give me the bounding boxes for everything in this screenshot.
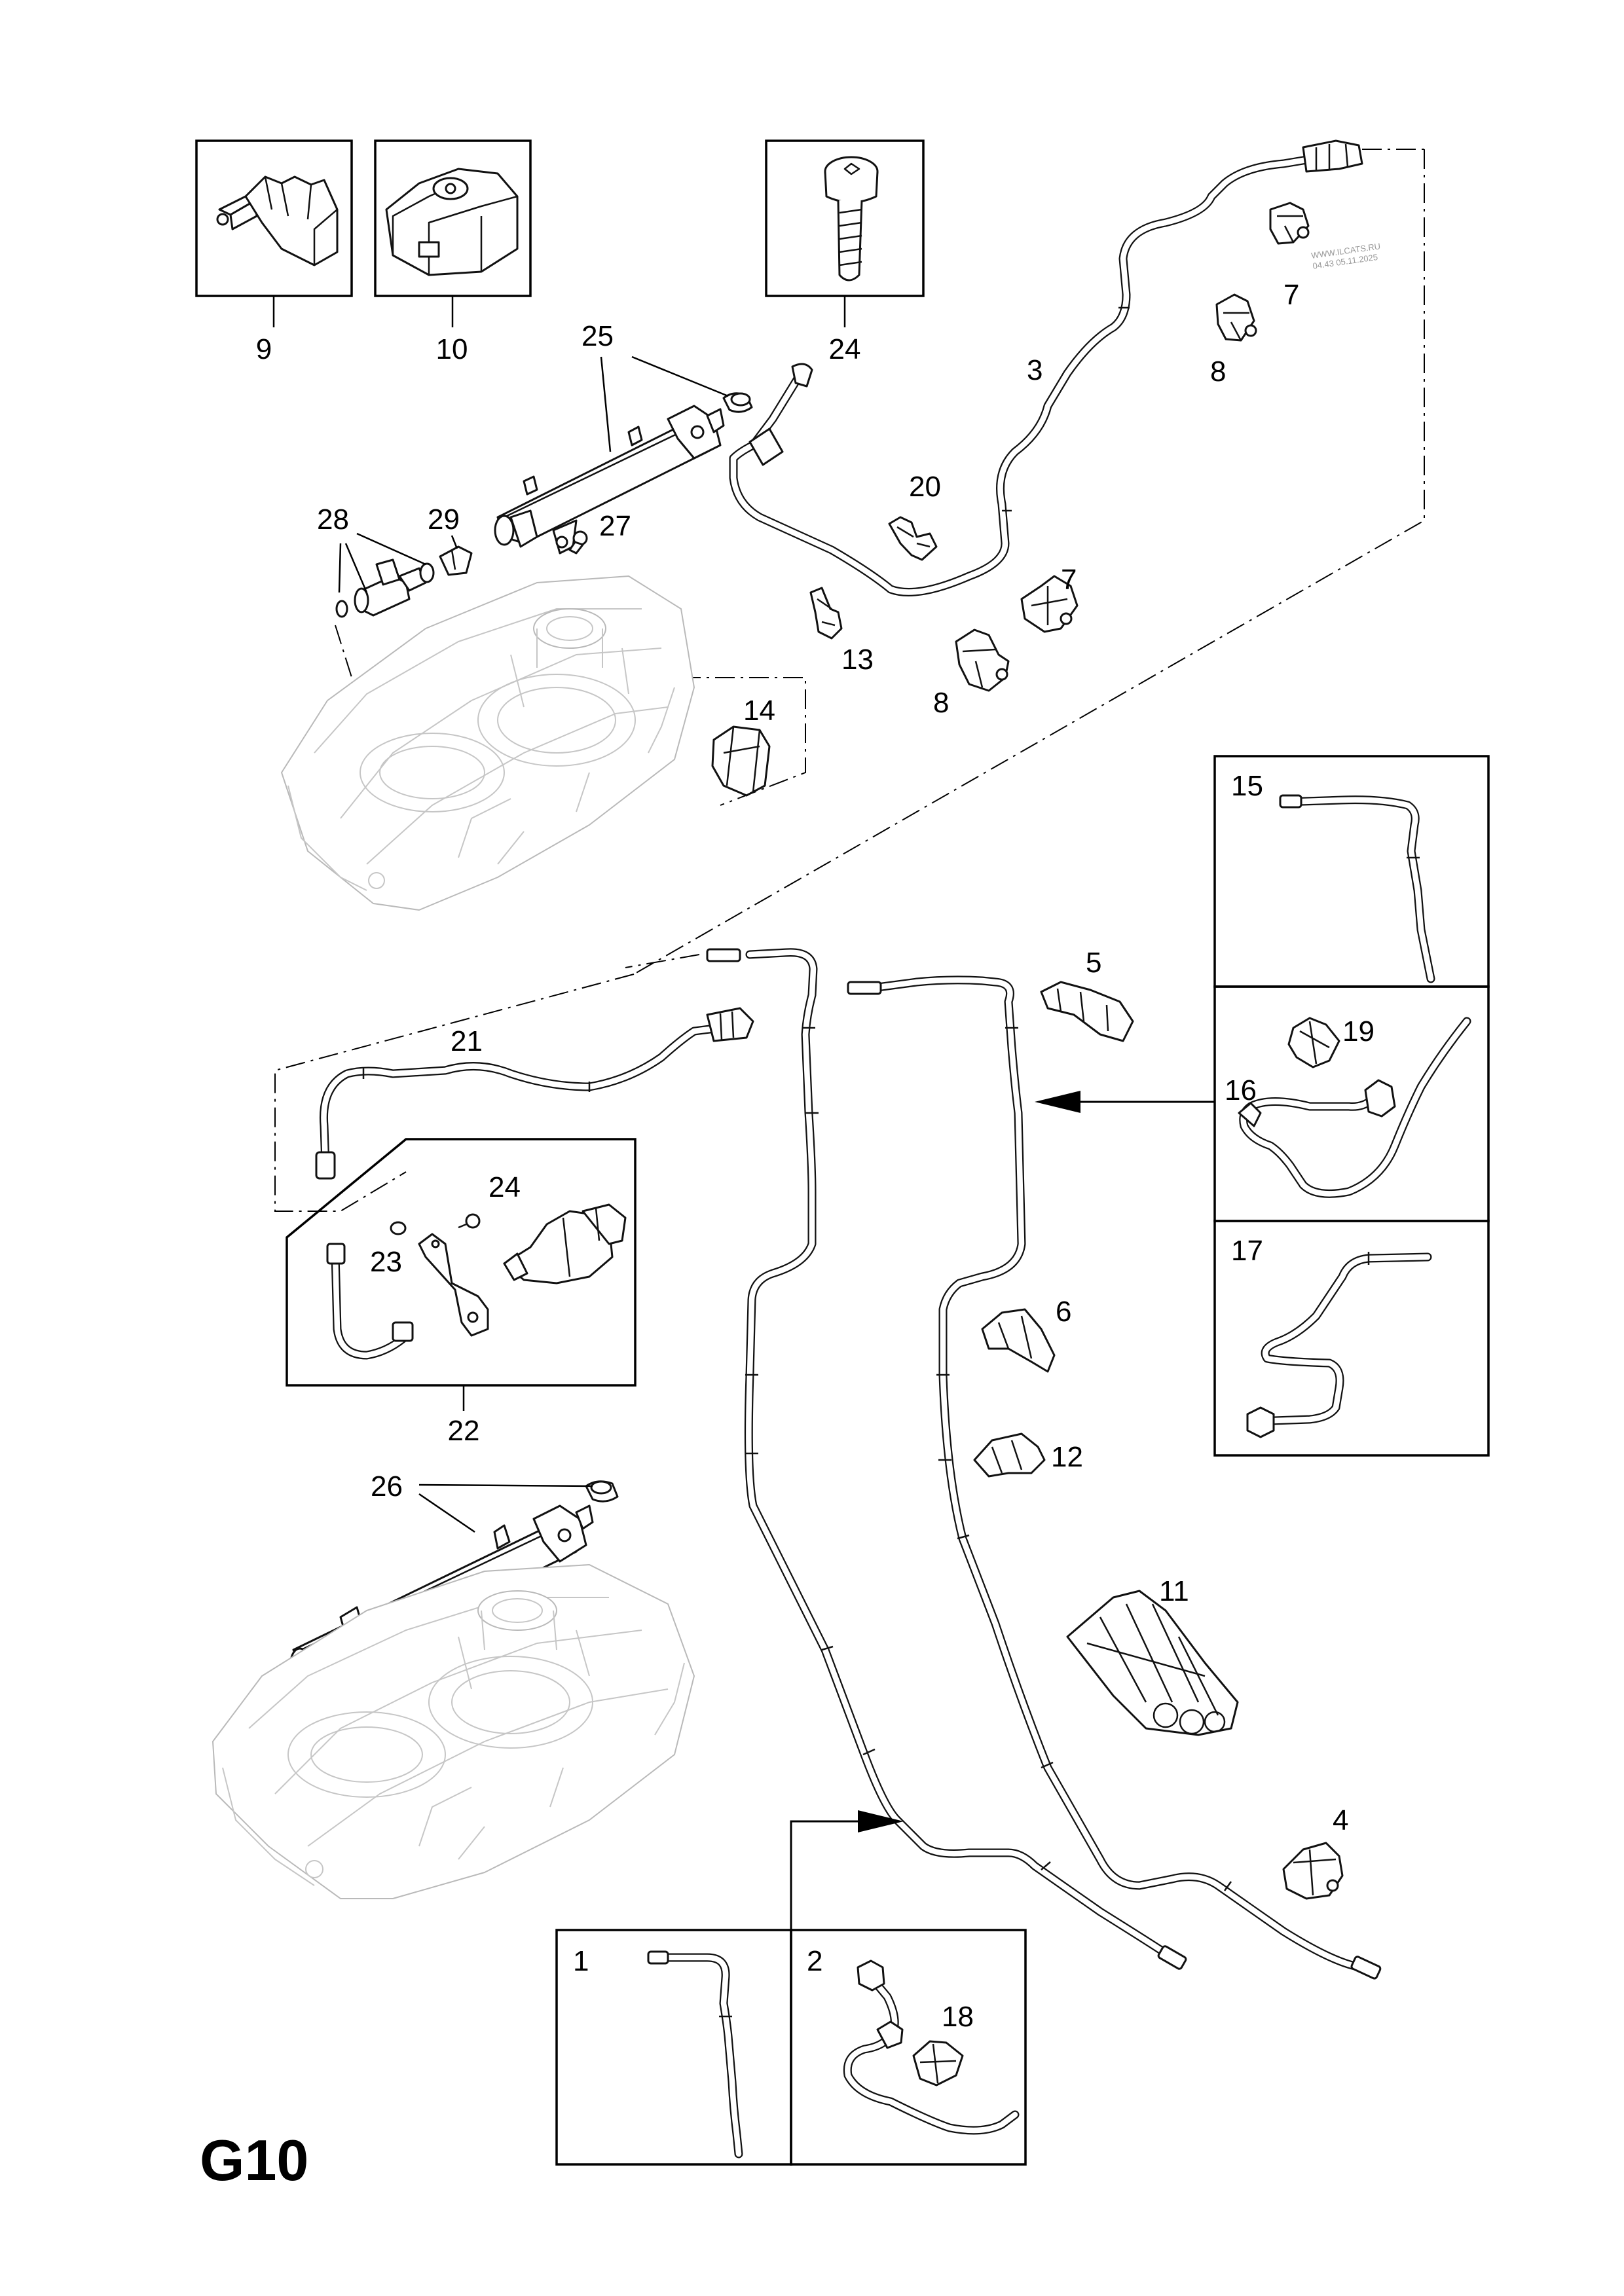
callout-14: 14	[743, 695, 775, 727]
callout-2: 2	[807, 1945, 822, 1977]
callout-28: 28	[317, 503, 349, 536]
screw-part-24-lower[interactable]	[458, 1213, 481, 1229]
callout-26: 26	[371, 1470, 403, 1503]
callout-8-middle: 8	[933, 687, 949, 719]
quick-connector-part-19[interactable]	[1287, 1017, 1340, 1068]
callout-5: 5	[1086, 947, 1101, 979]
callout-19: 19	[1342, 1015, 1375, 1048]
screw-part-27[interactable]	[568, 530, 588, 555]
callout-27: 27	[599, 510, 631, 542]
callout-13: 13	[841, 644, 874, 676]
detail-box-2-18: 2 18	[790, 1929, 1027, 2166]
callout-7-middle: 7	[1061, 564, 1077, 596]
reference-arrow-1-2	[790, 1810, 904, 1930]
callout-12: 12	[1051, 1441, 1083, 1473]
clip-part-13[interactable]	[809, 587, 843, 640]
callout-16: 16	[1225, 1074, 1257, 1106]
fuel-pipe-part-2-detail[interactable]	[843, 1959, 1020, 2135]
quick-connector-part-18[interactable]	[912, 2040, 964, 2086]
clip-part-12[interactable]	[973, 1432, 1046, 1478]
fuel-hose-part-21[interactable]	[315, 1007, 754, 1180]
cap-part-25[interactable]	[722, 392, 753, 413]
detail-box-22: 24 23 22	[286, 1138, 637, 1447]
assembly-boundary-line-lower	[274, 974, 635, 1212]
callout-25: 25	[581, 320, 614, 352]
callout-17: 17	[1231, 1235, 1263, 1267]
detail-box-15: 15	[1213, 755, 1490, 988]
fuel-pipe-part-16[interactable]	[1238, 1017, 1471, 1198]
detail-box-1: 1	[555, 1929, 792, 2166]
bracket-part-23[interactable]	[418, 1233, 489, 1337]
fuel-rail-part-25[interactable]	[494, 405, 725, 555]
callout-23: 23	[370, 1246, 402, 1278]
detail-box-9: 9	[195, 139, 353, 365]
valve-part-22[interactable]	[503, 1203, 627, 1285]
callout-8-upper: 8	[1210, 355, 1226, 388]
intake-manifold-lower-reference	[212, 1564, 695, 1899]
o-ring-part-23[interactable]	[390, 1221, 407, 1235]
callout-7-upper: 7	[1283, 279, 1299, 311]
assembly-boundary-line	[625, 149, 1425, 975]
callout-29: 29	[428, 503, 460, 536]
reference-arrow-16	[1035, 1091, 1215, 1113]
callout-15: 15	[1231, 770, 1263, 802]
clip-part-4[interactable]	[1282, 1842, 1344, 1900]
injector-part-28[interactable]	[354, 558, 427, 617]
fuel-pipe-clamp-part-10[interactable]	[385, 168, 519, 276]
callout-11: 11	[1159, 1575, 1189, 1607]
o-ring-part-28[interactable]	[335, 600, 348, 618]
bolt-part-24[interactable]	[824, 156, 879, 282]
clip-part-29[interactable]	[439, 545, 473, 576]
detail-box-16-19: 19 16	[1213, 985, 1490, 1222]
clip-part-8-middle[interactable]	[955, 629, 1010, 692]
callout-20: 20	[909, 471, 941, 503]
page-code: G10	[200, 2128, 308, 2193]
clip-part-6[interactable]	[981, 1308, 1056, 1373]
callout-24-box22: 24	[489, 1171, 521, 1203]
callout-1: 1	[573, 1945, 589, 1977]
callout-3: 3	[1027, 354, 1043, 386]
callout-9: 9	[256, 333, 272, 365]
fuel-supply-pipe-part-1[interactable]	[706, 948, 1187, 1970]
fuel-pipe-part-3[interactable]	[729, 139, 1363, 596]
fuel-pipe-part-17[interactable]	[1246, 1252, 1432, 1438]
fuel-return-pipe-part-2[interactable]	[847, 975, 1382, 1980]
hose-part-22[interactable]	[326, 1243, 414, 1360]
detail-box-24-top: 24	[765, 139, 925, 365]
fuel-pipe-part-15[interactable]	[1279, 794, 1435, 983]
detail-box-10: 10	[374, 139, 532, 365]
clip-part-20[interactable]	[888, 516, 938, 561]
callout-10: 10	[436, 333, 468, 365]
clip-part-7-middle[interactable]	[1020, 575, 1079, 633]
clip-part-8-upper[interactable]	[1215, 293, 1257, 342]
callout-4: 4	[1333, 1804, 1348, 1836]
clip-part-5[interactable]	[1040, 981, 1134, 1042]
manifold-boundary-line	[681, 677, 806, 806]
detail-box-17: 17	[1213, 1220, 1490, 1457]
watermark: WWW.ILCATS.RU 04.43 05.11.2025	[1310, 241, 1381, 271]
callout-6: 6	[1056, 1296, 1071, 1328]
clip-part-14[interactable]	[711, 725, 771, 797]
o-ring-part-28b[interactable]	[419, 562, 435, 583]
cap-part-26[interactable]	[585, 1480, 619, 1503]
clip-strip-part-11[interactable]	[1066, 1590, 1239, 1736]
callout-24-top: 24	[829, 333, 861, 365]
intake-manifold-upper-reference	[281, 575, 695, 911]
callout-18: 18	[942, 2001, 974, 2033]
fuel-pipe-clip-part-9[interactable]	[216, 175, 339, 266]
callout-22: 22	[448, 1415, 480, 1447]
fuel-pipe-part-1-detail[interactable]	[647, 1950, 743, 2159]
clip-part-7-upper[interactable]	[1269, 202, 1310, 245]
callout-21: 21	[451, 1025, 483, 1057]
